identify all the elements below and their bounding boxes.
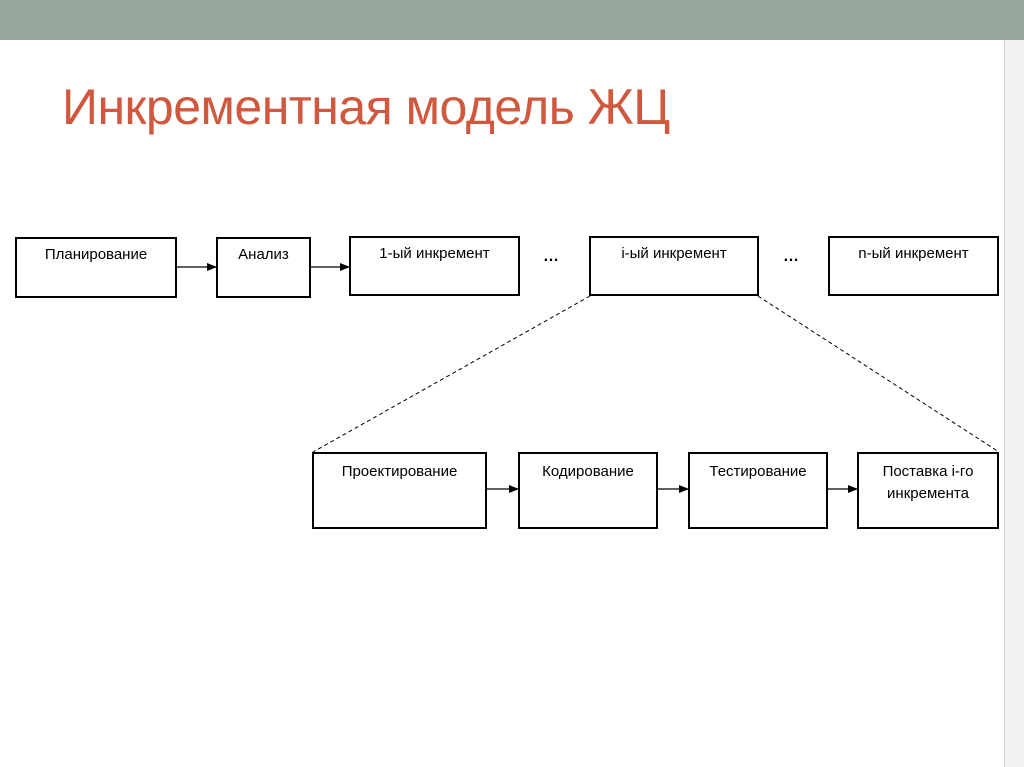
box-increment-i: i-ый инкремент (589, 236, 759, 296)
top-accent-bar (0, 0, 1024, 40)
box-increment-n: n-ый инкремент (828, 236, 999, 296)
box-label: Поставка i-го инкремента (882, 463, 974, 502)
box-label: Кодирование (542, 463, 634, 480)
box-delivery: Поставка i-го инкремента (857, 452, 999, 529)
box-label: Анализ (238, 246, 289, 263)
box-increment-1: 1-ый инкремент (349, 236, 520, 296)
box-analysis: Анализ (216, 237, 311, 298)
box-planning: Планирование (15, 237, 177, 298)
box-label: i-ый инкремент (621, 245, 727, 262)
box-label: n-ый инкремент (858, 245, 969, 262)
box-label: 1-ый инкремент (379, 245, 490, 262)
box-label: Проектирование (341, 463, 458, 480)
ellipsis-1: … (543, 248, 560, 265)
box-label: Планирование (44, 246, 148, 263)
right-edge-band (1005, 40, 1024, 767)
slide-title: Инкрементная модель ЖЦ (62, 79, 670, 135)
box-design: Проектирование (312, 452, 487, 529)
box-label: Тестирование (709, 463, 807, 480)
zoom-line-right (757, 295, 1000, 453)
box-coding: Кодирование (518, 452, 658, 529)
zoom-line-left (312, 295, 591, 453)
ellipsis-2: … (783, 248, 800, 265)
box-testing: Тестирование (688, 452, 828, 529)
right-edge-line (1004, 40, 1005, 767)
